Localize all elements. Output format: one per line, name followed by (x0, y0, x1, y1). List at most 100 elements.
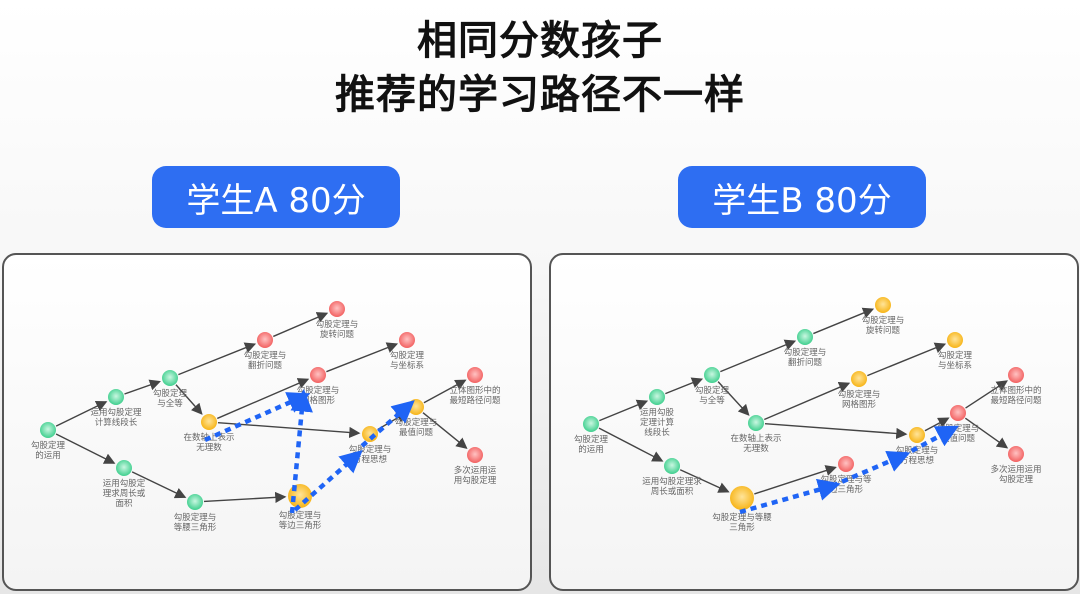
edge-arrow (717, 381, 750, 416)
node-label: 多次运用运用勾股定理 (990, 464, 1041, 485)
knowledge-node[interactable]: 多次运用运用勾股定理 (454, 447, 497, 486)
title-line-2: 推荐的学习路径不一样 (335, 72, 745, 118)
node-mastered-dot (583, 416, 599, 432)
recommended-path-arrow (831, 450, 911, 489)
node-label-line: 运用勾股定 (103, 478, 146, 489)
node-label: 在数轴上表示无理数 (183, 432, 234, 453)
knowledge-node[interactable]: 勾股定理与坐标系 (938, 332, 973, 371)
node-label: 勾股定理与翻折问题 (784, 347, 827, 368)
node-label-line: 勾股定理 (390, 350, 425, 361)
knowledge-node[interactable]: 运用勾股定理求周长或面积 (642, 458, 702, 497)
node-label-line: 计算线段长 (95, 417, 138, 428)
node-label-line: 翻折问题 (248, 360, 283, 371)
knowledge-node[interactable]: 运用勾股定理计算线段长 (640, 389, 675, 438)
student-a-button[interactable]: 学生A 80分 (152, 166, 400, 228)
node-label-line: 三角形 (729, 522, 755, 533)
knowledge-node[interactable]: 勾股定理与方程思想 (896, 427, 939, 466)
node-mastered-dot (748, 415, 764, 431)
node-label: 勾股定理与坐标系 (390, 350, 425, 371)
knowledge-node[interactable]: 勾股定理与全等 (695, 367, 730, 406)
edge-arrow (764, 382, 851, 421)
knowledge-node[interactable]: 运用勾股定理计算线段长 (90, 389, 142, 428)
knowledge-node[interactable]: 勾股定理与旋转问题 (862, 297, 905, 336)
node-label: 勾股定理与全等 (695, 385, 730, 406)
knowledge-node[interactable]: 立体图形中的最短路径问题 (990, 367, 1042, 406)
knowledge-node[interactable]: 立体图形中的最短路径问题 (449, 367, 501, 406)
node-label-line: 定理计算 (640, 417, 675, 428)
knowledge-node[interactable]: 在数轴上表示无理数 (730, 415, 782, 454)
node-partial-dot (909, 427, 925, 443)
node-label-line: 勾股定理 (31, 440, 66, 451)
knowledge-node[interactable]: 在数轴上表示无理数 (183, 414, 235, 453)
node-label: 勾股定理与网格图形 (297, 385, 340, 406)
edge-arrow (131, 471, 187, 499)
knowledge-node[interactable]: 勾股定理的运用 (574, 416, 609, 455)
edge-arrow (665, 377, 704, 395)
node-label-line: 面积 (115, 498, 133, 509)
node-mastered-dot (797, 329, 813, 345)
node-label-line: 勾股定理与 (174, 512, 217, 523)
knowledge-node[interactable]: 勾股定理与等腰三角形 (174, 494, 217, 533)
node-weak-dot (467, 367, 483, 383)
node-label-line: 勾股定理 (695, 385, 730, 396)
node-label-line: 无理数 (743, 443, 769, 454)
recommended-path-arrow (739, 478, 841, 515)
node-label: 勾股定理的运用 (31, 440, 66, 461)
node-label-line: 与全等 (157, 398, 183, 409)
edge-arrow (423, 379, 467, 404)
edge-arrow (217, 421, 361, 439)
node-weak-dot (1008, 367, 1024, 383)
knowledge-node[interactable]: 运用勾股定理求周长或面积 (103, 460, 146, 509)
node-label-line: 勾股定理与 (395, 417, 438, 428)
node-label: 勾股定理与旋转问题 (862, 315, 905, 336)
edge-arrow (764, 422, 908, 440)
node-label-line: 网格图形 (842, 399, 877, 410)
node-label-line: 等腰三角形 (174, 522, 217, 533)
node-partial-dot (875, 297, 891, 313)
edge-arrow (964, 417, 1009, 449)
knowledge-node[interactable]: 勾股定理与全等 (153, 370, 188, 409)
node-label-line: 运用勾股定理 (90, 407, 142, 418)
edge-arrow (55, 433, 116, 464)
node-label-line: 勾股定理与 (838, 389, 881, 400)
node-label-line: 勾股定理与 (279, 510, 322, 521)
knowledge-node[interactable]: 勾股定理与网格图形 (297, 367, 340, 406)
edge-arrow (599, 399, 649, 422)
node-label-line: 多次运用运用 (990, 464, 1041, 475)
node-label: 运用勾股定理计算线段长 (90, 407, 142, 428)
node-label-line: 勾股定理与等腰 (712, 512, 772, 523)
student-b-button[interactable]: 学生B 80分 (678, 166, 926, 228)
knowledge-node[interactable]: 勾股定理与等腰三角形 (712, 486, 772, 533)
knowledge-node[interactable]: 勾股定理与翻折问题 (784, 329, 827, 368)
node-weak-dot (950, 405, 966, 421)
knowledge-node[interactable]: 多次运用运用勾股定理 (990, 446, 1042, 485)
edge-arrow (175, 384, 203, 415)
knowledge-node[interactable]: 勾股定理与最值问题 (395, 399, 438, 438)
node-label: 运用勾股定理计算线段长 (640, 407, 675, 438)
node-label: 勾股定理与等腰三角形 (174, 512, 217, 533)
node-label-line: 勾股定理 (574, 434, 609, 445)
knowledge-node[interactable]: 勾股定理与旋转问题 (316, 301, 359, 340)
node-label-line: 与坐标系 (938, 360, 972, 371)
node-label-line: 立体图形中的 (449, 385, 500, 396)
node-label-line: 运用勾股 (640, 407, 675, 418)
node-label-line: 的运用 (578, 444, 604, 455)
node-label: 在数轴上表示无理数 (730, 433, 781, 454)
node-label-line: 最短路径问题 (449, 395, 501, 406)
node-label-line: 勾股定理与 (349, 444, 392, 455)
node-mastered-dot (649, 389, 665, 405)
node-weak-dot (1008, 446, 1024, 462)
node-mastered-dot (116, 460, 132, 476)
node-weak-dot (257, 332, 273, 348)
node-label-line: 理求周长或 (103, 488, 146, 499)
knowledge-node[interactable]: 勾股定理的运用 (31, 422, 66, 461)
node-label: 勾股定理与方程思想 (349, 444, 392, 465)
node-label-line: 勾股定理 (999, 474, 1034, 485)
knowledge-node[interactable]: 勾股定理与坐标系 (390, 332, 425, 371)
knowledge-node[interactable]: 勾股定理与翻折问题 (244, 332, 287, 371)
knowledge-node[interactable]: 勾股定理与最值问题 (937, 405, 980, 444)
node-label: 运用勾股定理求周长或面积 (103, 478, 146, 509)
knowledge-node[interactable]: 勾股定理与网格图形 (838, 371, 881, 410)
node-partial-dot (947, 332, 963, 348)
edge-arrow (867, 342, 947, 377)
